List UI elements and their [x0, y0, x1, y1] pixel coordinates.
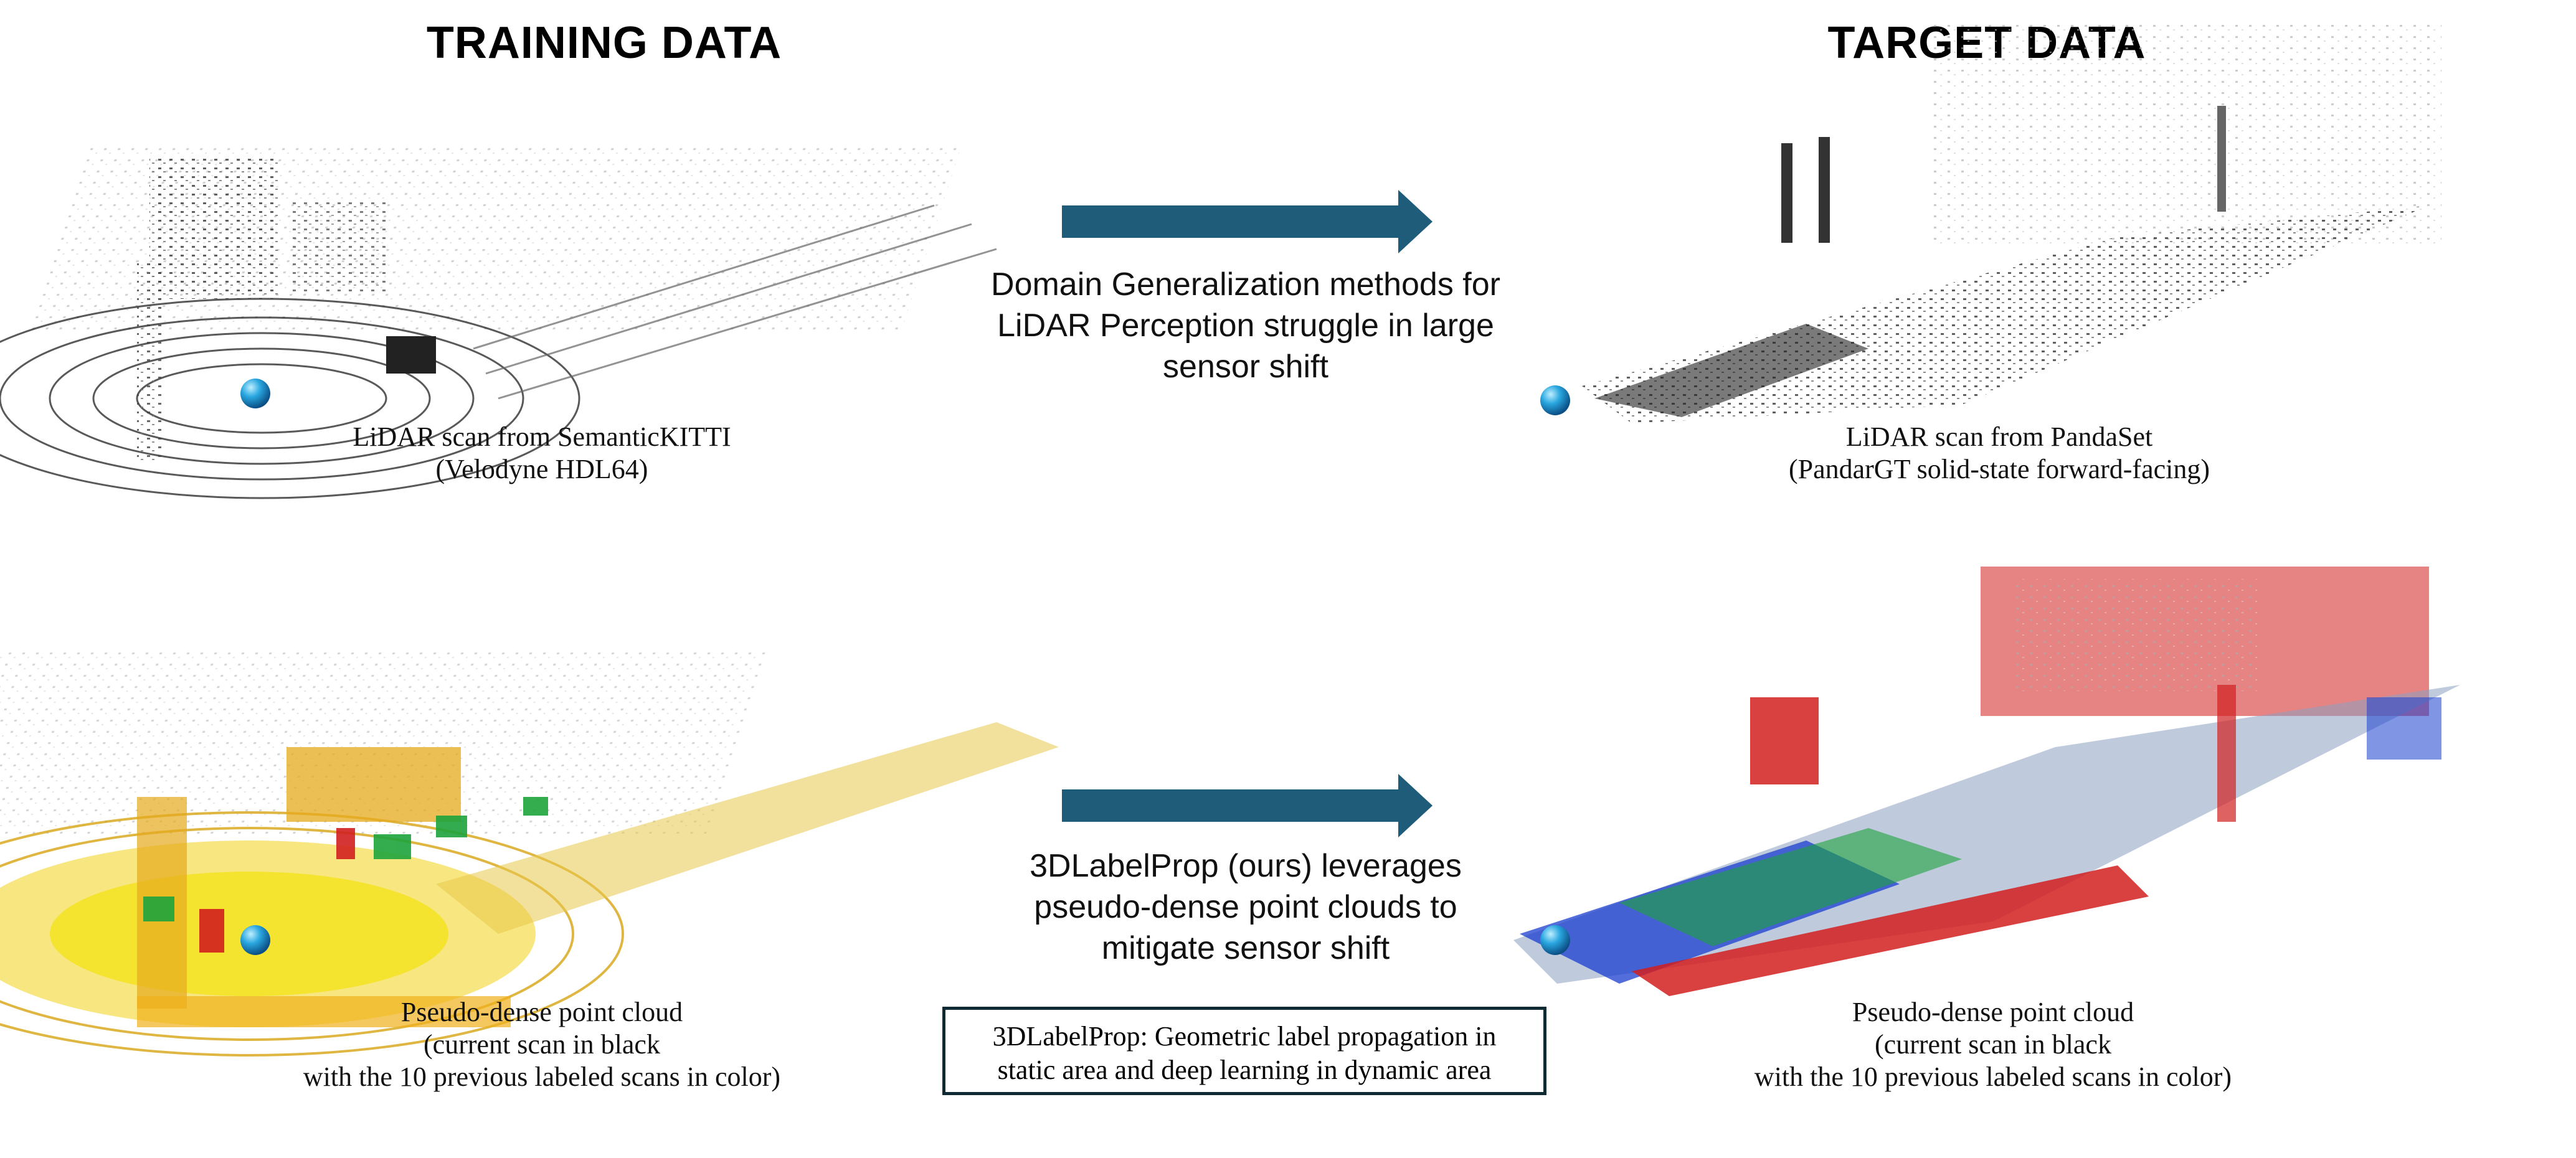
sensor-marker-icon [240, 925, 270, 955]
caption-line: (current scan in black [1875, 1029, 2111, 1060]
text-line: pseudo-dense point clouds to [1034, 889, 1457, 925]
text-line: sensor shift [1163, 349, 1328, 385]
pandaset-scan-illustration [1540, 25, 2441, 423]
caption-line: (current scan in black [424, 1029, 660, 1060]
bottom-right-caption: Pseudo-dense point cloud (current scan i… [1675, 996, 2311, 1093]
text-line: Domain Generalization methods for [991, 266, 1500, 303]
arrow-top [1062, 190, 1432, 253]
caption-line: LiDAR scan from SemanticKITTI [353, 421, 731, 452]
bottom-left-caption: Pseudo-dense point cloud (current scan i… [224, 996, 859, 1093]
caption-line: Pseudo-dense point cloud [400, 997, 683, 1027]
bottom-middle-text: 3DLabelProp (ours) leverages pseudo-dens… [909, 845, 1582, 969]
top-middle-text: Domain Generalization methods for LiDAR … [909, 264, 1582, 387]
top-left-caption: LiDAR scan from SemanticKITTI (Velodyne … [280, 421, 803, 486]
method-summary-box: 3DLabelProp: Geometric label propagation… [942, 1007, 1546, 1095]
caption-line: LiDAR scan from PandaSet [1845, 421, 2153, 452]
box-line: static area and deep learning in dynamic… [997, 1055, 1492, 1085]
training-data-header: TRAINING DATA [426, 18, 782, 68]
caption-line: (Velodyne HDL64) [435, 454, 648, 484]
caption-line: with the 10 previous labeled scans in co… [1754, 1062, 2232, 1092]
caption-line: (PandarGT solid-state forward-facing) [1788, 454, 2210, 484]
caption-line: with the 10 previous labeled scans in co… [303, 1062, 781, 1092]
arrow-bottom [1062, 774, 1432, 837]
text-line: mitigate sensor shift [1101, 930, 1390, 966]
box-line: 3DLabelProp: Geometric label propagation… [992, 1021, 1497, 1052]
pseudo-dense-right-illustration [1513, 567, 2460, 996]
text-line: 3DLabelProp (ours) leverages [1030, 848, 1462, 884]
text-line: LiDAR Perception struggle in large [997, 308, 1494, 344]
top-right-caption: LiDAR scan from PandaSet (PandarGT solid… [1694, 421, 2304, 486]
semantickitti-scan-illustration [0, 143, 997, 499]
sensor-marker-icon [1540, 925, 1570, 955]
pseudo-dense-left-illustration [0, 647, 1059, 1057]
caption-line: Pseudo-dense point cloud [1852, 997, 2134, 1027]
sensor-marker-icon [240, 379, 270, 408]
sensor-marker-icon [1540, 385, 1570, 415]
